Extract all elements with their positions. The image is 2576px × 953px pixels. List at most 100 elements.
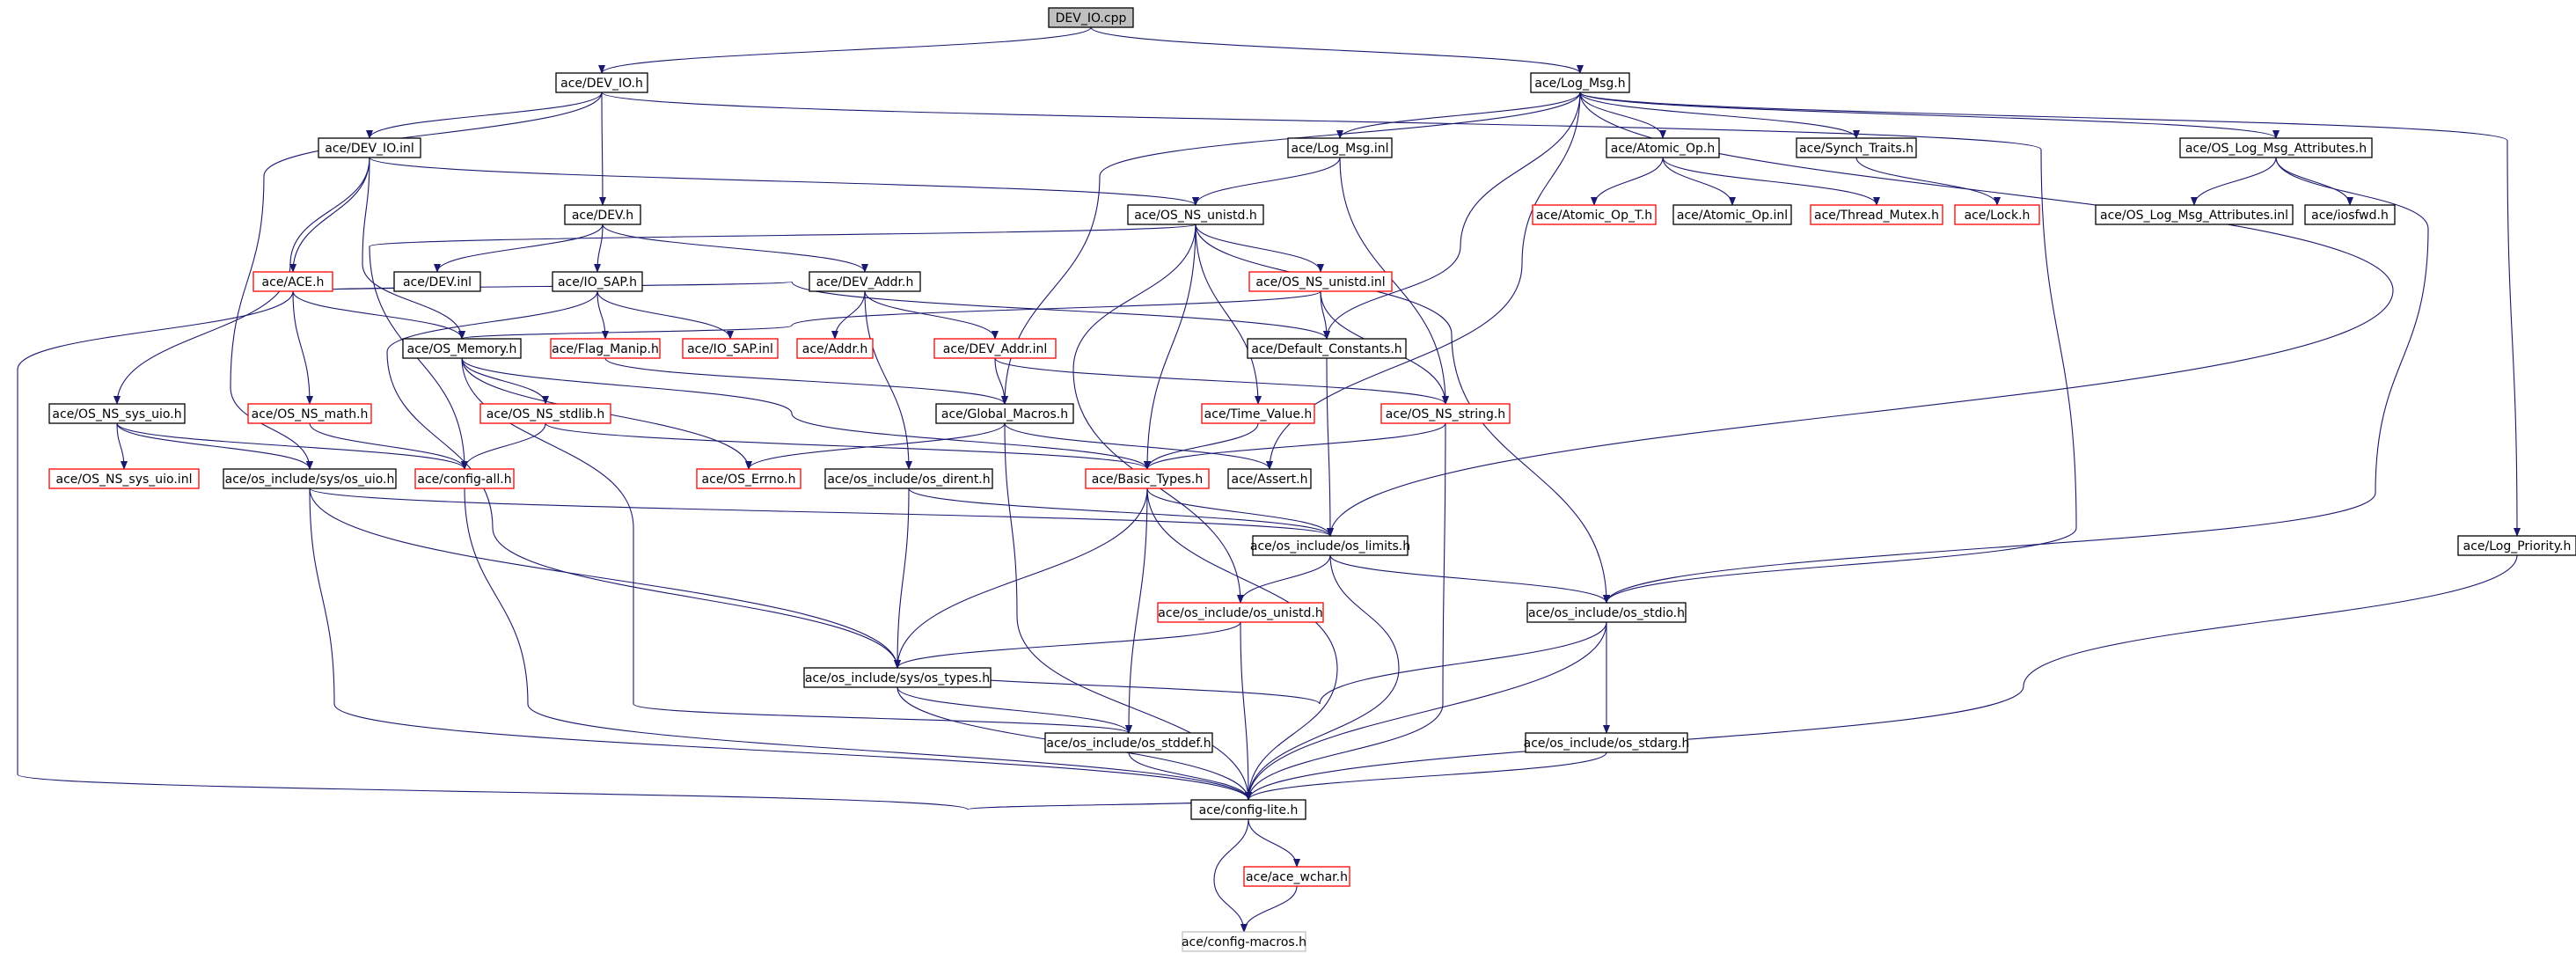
- node-global-macros-h[interactable]: ace/Global_Macros.h: [935, 403, 1074, 424]
- node-box: [1532, 204, 1657, 225]
- node-box: [1252, 535, 1409, 556]
- node-basic-types-h[interactable]: ace/Basic_Types.h: [1085, 468, 1210, 489]
- node-os-ns-sys-uio-h[interactable]: ace/OS_NS_sys_uio.h: [48, 403, 186, 424]
- node-os-include-os-dirent-h[interactable]: ace/os_include/os_dirent.h: [824, 468, 993, 489]
- node-box: [1190, 799, 1306, 820]
- node-ace-h[interactable]: ace/ACE.h: [252, 271, 333, 292]
- node-config-all-h[interactable]: ace/config-all.h: [414, 468, 515, 489]
- node-label: ace/Flag_Manip.h: [552, 342, 659, 356]
- edge-os_ns_unistd_h-to-os_ns_unistd_inl: [1195, 224, 1324, 273]
- edge-os_ns_unistd_h-to-os_include_os_unistd_h: [1072, 224, 1244, 604]
- node-label: ace/OS_NS_unistd.inl: [1255, 275, 1385, 290]
- node-lock-h[interactable]: ace/Lock.h: [1954, 204, 2040, 225]
- node-os-include-sys-os-types-h[interactable]: ace/os_include/sys/os_types.h: [803, 667, 992, 688]
- node-label: ace/OS_NS_string.h: [1386, 407, 1505, 422]
- node-box: [252, 271, 333, 292]
- node-label: ace/os_include/sys/os_types.h: [805, 671, 990, 685]
- node-label: ace/DEV_IO.inl: [325, 142, 414, 156]
- node-box: [1044, 732, 1213, 753]
- node-os-include-os-unistd-h[interactable]: ace/os_include/os_unistd.h: [1157, 602, 1324, 623]
- node-label: ace/OS_Memory.h: [407, 342, 517, 356]
- node-dev-addr-h[interactable]: ace/DEV_Addr.h: [809, 271, 921, 292]
- node-config-lite-h[interactable]: ace/config-lite.h: [1190, 799, 1306, 820]
- node-time-value-h[interactable]: ace/Time_Value.h: [1201, 403, 1315, 424]
- node-default-constants-h[interactable]: ace/Default_Constants.h: [1247, 338, 1407, 359]
- node-log-priority-h[interactable]: ace/Log_Priority.h: [2457, 535, 2576, 556]
- node-assert-h[interactable]: ace/Assert.h: [1227, 468, 1312, 489]
- node-box: [550, 338, 661, 359]
- edge-atomic_op_h-to-thread_mutex_h: [1662, 157, 1880, 206]
- node-label: ace/Log_Priority.h: [2463, 539, 2572, 553]
- node-os-include-os-stdio-h[interactable]: ace/os_include/os_stdio.h: [1526, 602, 1687, 623]
- node-box: [796, 338, 874, 359]
- node-log-msg-h[interactable]: ace/Log_Msg.h: [1530, 72, 1630, 93]
- node-os-ns-unistd-h[interactable]: ace/OS_NS_unistd.h: [1127, 204, 1264, 225]
- edge-os_ns_string_h-to-config_lite_h: [1245, 422, 1446, 801]
- node-flag-manip-h[interactable]: ace/Flag_Manip.h: [550, 338, 661, 359]
- edge-os_include_os_stdarg_h-to-config_lite_h: [1245, 751, 1607, 801]
- node-os-memory-h[interactable]: ace/OS_Memory.h: [402, 338, 522, 359]
- node-dev-io-inl[interactable]: ace/DEV_IO.inl: [318, 137, 421, 158]
- node-os-include-os-limits-h[interactable]: ace/os_include/os_limits.h: [1250, 535, 1410, 556]
- node-io-sap-inl[interactable]: ace/IO_SAP.inl: [682, 338, 779, 359]
- node-iosfwd-h[interactable]: ace/iosfwd.h: [2304, 204, 2396, 225]
- node-label: ace/os_include/os_stdarg.h: [1524, 737, 1690, 751]
- node-synch-traits-h[interactable]: ace/Synch_Traits.h: [1796, 137, 1917, 158]
- edge-io_sap_h-to-os_include_sys_os_types_h: [386, 290, 901, 669]
- node-os-ns-string-h[interactable]: ace/OS_NS_string.h: [1380, 403, 1511, 424]
- node-os-ns-sys-uio-inl[interactable]: ace/OS_NS_sys_uio.inl: [48, 468, 200, 489]
- node-os-include-os-stdarg-h[interactable]: ace/os_include/os_stdarg.h: [1524, 732, 1690, 753]
- node-box: [2457, 535, 2576, 556]
- node-label: ace/Default_Constants.h: [1251, 342, 1401, 356]
- node-label: ace/iosfwd.h: [2311, 209, 2389, 223]
- node-thread-mutex-h[interactable]: ace/Thread_Mutex.h: [1810, 204, 1943, 225]
- node-log-msg-inl[interactable]: ace/Log_Msg.inl: [1287, 137, 1393, 158]
- edge-log_msg_h-to-os_log_msg_attr_h: [1579, 92, 2280, 139]
- node-addr-h[interactable]: ace/Addr.h: [796, 338, 874, 359]
- node-dev-h[interactable]: ace/DEV.h: [564, 204, 641, 225]
- node-box: [555, 72, 648, 93]
- node-os-include-sys-os-uio-h[interactable]: ace/os_include/sys/os_uio.h: [223, 468, 397, 489]
- edge-dev_io_h-to-dev_io_inl: [366, 92, 603, 139]
- node-os-errno-h[interactable]: ace/OS_Errno.h: [696, 468, 801, 489]
- node-os-ns-stdlib-h[interactable]: ace/OS_NS_stdlib.h: [479, 403, 611, 424]
- node-box: [1672, 204, 1792, 225]
- node-atomic-op-h[interactable]: ace/Atomic_Op.h: [1606, 137, 1720, 158]
- edge-default_constants_h-to-os_include_os_limits_h: [1326, 357, 1334, 537]
- edge-os_ns_unistd_inl-to-os_memory_h: [458, 290, 1321, 340]
- edge-time_value_h-to-basic_types_h: [1144, 422, 1259, 470]
- node-box: [1526, 602, 1687, 623]
- node-os-ns-math-h[interactable]: ace/OS_NS_math.h: [247, 403, 372, 424]
- node-config-macros-h[interactable]: ace/config-macros.h: [1182, 931, 1306, 952]
- node-label: ace/OS_NS_sys_uio.h: [52, 407, 181, 422]
- node-dev-inl[interactable]: ace/DEV.inl: [393, 271, 481, 292]
- edge-dev_io_cpp-to-log_msg_h: [1090, 26, 1584, 74]
- node-os-include-os-stddef-h[interactable]: ace/os_include/os_stddef.h: [1044, 732, 1213, 753]
- edge-config_all_h-to-config_lite_h: [464, 487, 1252, 801]
- edge-io_sap_h-to-flag_manip_h: [596, 290, 609, 340]
- edge-log_msg_inl-to-os_ns_string_h: [1339, 157, 1449, 405]
- node-label: ace/Atomic_Op.inl: [1677, 209, 1788, 223]
- node-ace-wchar-h[interactable]: ace/ace_wchar.h: [1243, 866, 1350, 887]
- node-box: [1380, 403, 1511, 424]
- edge-config_lite_h-to-ace_wchar_h: [1248, 818, 1300, 868]
- node-atomic-op-t-h[interactable]: ace/Atomic_Op_T.h: [1532, 204, 1657, 225]
- node-label: ace/config-all.h: [417, 473, 511, 487]
- node-os-ns-unistd-inl[interactable]: ace/OS_NS_unistd.inl: [1248, 271, 1393, 292]
- node-atomic-op-inl[interactable]: ace/Atomic_Op.inl: [1672, 204, 1792, 225]
- edge-dev_h-to-dev_addr_h: [602, 224, 868, 273]
- node-label: ace/os_include/os_dirent.h: [827, 473, 990, 487]
- edge-os_include_os_limits_h-to-config_lite_h: [1245, 554, 1400, 801]
- node-io-sap-h[interactable]: ace/IO_SAP.h: [552, 271, 643, 292]
- dependency-edges: [17, 26, 2521, 933]
- node-os-log-msg-attr-h[interactable]: ace/OS_Log_Msg_Attributes.h: [2179, 137, 2373, 158]
- node-dev-addr-inl[interactable]: ace/DEV_Addr.inl: [933, 338, 1057, 359]
- node-box: [2179, 137, 2373, 158]
- edge-synch_traits_h-to-lock_h: [1855, 157, 2001, 206]
- node-box: [1048, 7, 1134, 28]
- node-dev-io-h[interactable]: ace/DEV_IO.h: [555, 72, 648, 93]
- node-os-log-msg-attr-inl[interactable]: ace/OS_Log_Msg_Attributes.inl: [2095, 204, 2294, 225]
- edge-os_include_os_unistd_h-to-os_include_sys_os_types_h: [894, 621, 1241, 669]
- node-box: [1954, 204, 2040, 225]
- node-label: ace/os_include/os_limits.h: [1250, 539, 1410, 553]
